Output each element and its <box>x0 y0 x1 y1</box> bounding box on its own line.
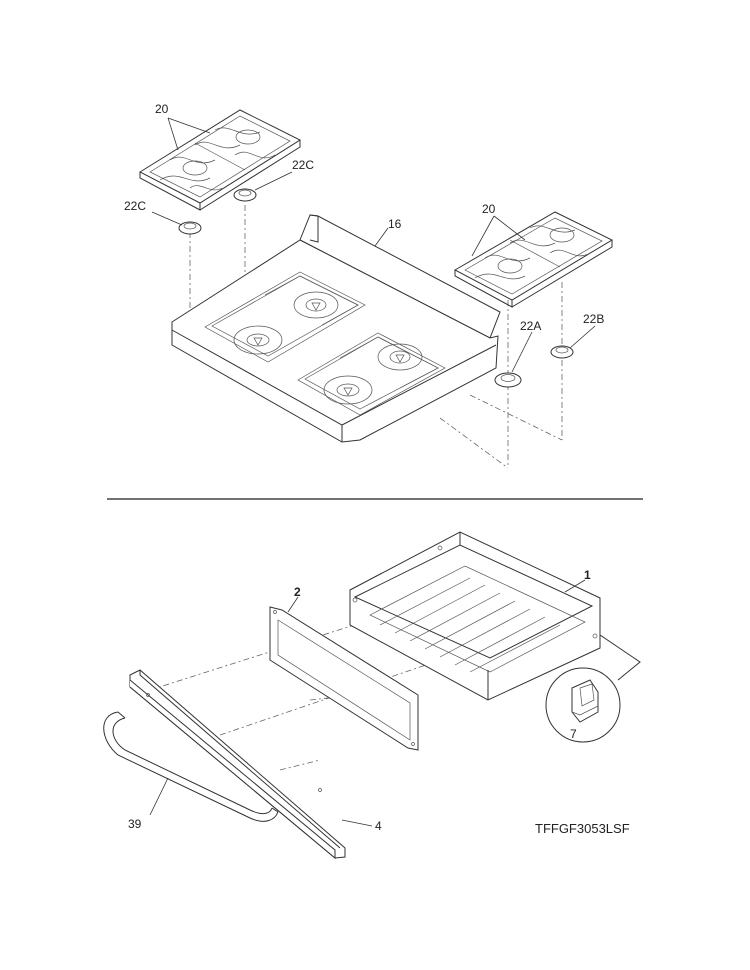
label-part-20-right: 20 <box>482 202 496 216</box>
burner-head-rear-right <box>377 343 423 371</box>
burner-head-rear-left <box>293 291 339 319</box>
grate-foot-22a <box>494 372 522 388</box>
grate-foot-22b <box>550 345 574 359</box>
drawer-assembly: 1 2 7 39 4 <box>103 531 641 860</box>
label-part-20-left: 20 <box>155 102 169 116</box>
label-part-1: 1 <box>584 568 591 582</box>
burner-head-front-right <box>323 375 373 405</box>
model-number: TFFGF3053LSF <box>535 821 630 836</box>
drawer-clip-detail-part-7 <box>545 634 641 743</box>
cooktop-part-16 <box>171 214 501 443</box>
burner-head-front-left <box>233 325 283 355</box>
label-part-22c-left: 22C <box>124 199 146 213</box>
grate-left-part-20 <box>138 109 302 211</box>
grate-foot-22c-left <box>178 221 202 235</box>
grate-right-part-20 <box>453 211 614 308</box>
grate-foot-22c-upper <box>233 188 257 202</box>
label-part-22b: 22B <box>583 312 604 326</box>
label-part-4: 4 <box>375 819 382 833</box>
drawer-handle-part-39 <box>103 711 279 822</box>
label-part-7: 7 <box>570 727 577 741</box>
label-part-16: 16 <box>388 217 402 231</box>
cooktop-assembly: 20 22C 22C 16 20 22A 22B <box>124 102 614 469</box>
drawer-body-part-1 <box>349 531 601 701</box>
label-part-39: 39 <box>128 817 142 831</box>
drawer-liner-part-2 <box>269 606 419 751</box>
label-part-22c-upper: 22C <box>292 158 314 172</box>
drawer-front-part-4 <box>129 669 346 860</box>
label-part-2: 2 <box>294 585 301 599</box>
label-part-22a: 22A <box>520 319 541 333</box>
